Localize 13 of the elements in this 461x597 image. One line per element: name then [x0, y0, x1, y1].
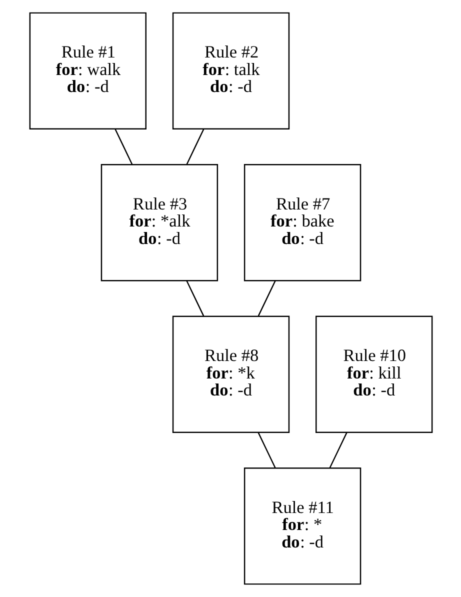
node-box: Rule #11 for: * do: -d	[243, 468, 361, 585]
node-box: Rule #8 for: *k do: -d	[172, 316, 290, 433]
node-box: Rule #2 for: talk do: -d	[172, 12, 290, 130]
connector	[257, 432, 276, 468]
node-box: Rule #1 for: walk do: -d	[28, 12, 146, 130]
connector	[114, 128, 132, 164]
node-box: Rule #3 for: *alk do: -d	[100, 164, 218, 282]
node-box: Rule #10 for: kill do: -d	[315, 316, 432, 433]
connector	[186, 128, 204, 164]
connector	[257, 280, 276, 316]
connector	[328, 432, 347, 468]
node-box: Rule #7 for: bake do: -d	[243, 164, 361, 282]
connector	[186, 280, 204, 316]
